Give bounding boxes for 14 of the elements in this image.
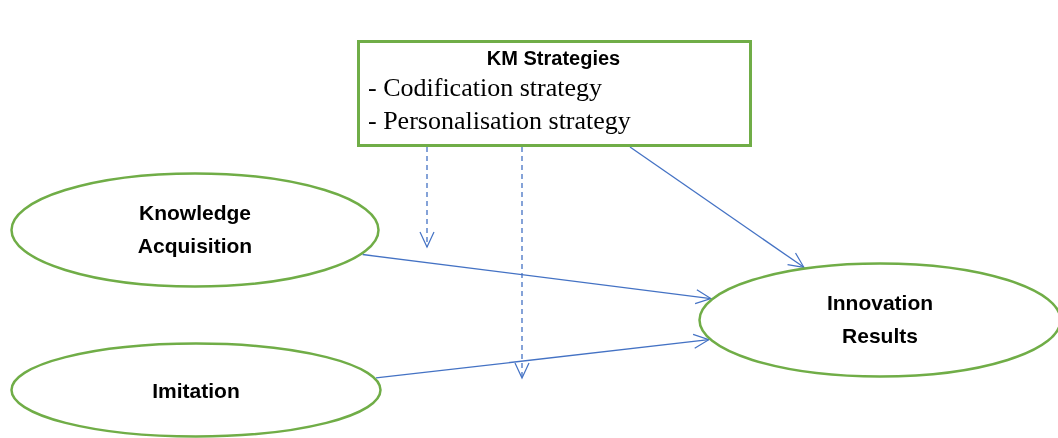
node-label: Innovation Results bbox=[825, 290, 935, 349]
box-heading: KM Strategies bbox=[486, 47, 621, 70]
list-item: - Personalisation strategy bbox=[368, 104, 631, 137]
dashed-arrow bbox=[514, 146, 530, 379]
arrow bbox=[375, 333, 710, 379]
arrow bbox=[362, 253, 712, 305]
dashed-arrow bbox=[419, 146, 435, 248]
ellipse-node bbox=[10, 172, 380, 288]
ellipse-node bbox=[10, 342, 382, 438]
node-label: Knowledge Acquisition bbox=[136, 200, 254, 259]
arrow bbox=[629, 146, 805, 268]
strategy-box bbox=[357, 40, 752, 147]
list-item: - Codification strategy bbox=[368, 72, 602, 104]
node-label: Imitation bbox=[152, 377, 240, 404]
